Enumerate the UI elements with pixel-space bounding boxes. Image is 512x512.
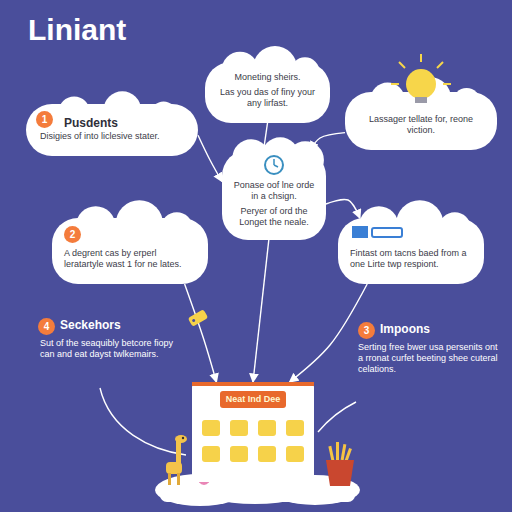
cloud-base [160, 488, 355, 502]
node-text: Peryer of ord the Longet the neale. [230, 206, 318, 228]
bulb-glass [406, 69, 436, 99]
node-text: A degrent cas by erperl leratartyle wast… [64, 248, 196, 270]
cloud-puff [439, 212, 471, 244]
cloud-puff [453, 88, 481, 116]
section-text: Sut of the seaquibly betcore fiopy can a… [40, 338, 180, 360]
window [230, 446, 248, 462]
callout-number: 4 [38, 318, 55, 335]
tag-icon [188, 309, 209, 327]
cloud-puff [253, 46, 297, 90]
window [258, 446, 276, 462]
window [230, 420, 248, 436]
node-text: Moneting sheirs. [215, 72, 320, 83]
section-heading: Impoons [380, 321, 430, 337]
giraffe-leg [177, 473, 180, 485]
bulb-base [415, 97, 427, 103]
node-text: Lassager tellate for, reone viction. [357, 114, 485, 136]
callout-number: 2 [64, 226, 81, 243]
node-text: Ponase oof lne orde in a chsign. [230, 180, 318, 202]
section-text: Serting free bwer usa persenits ont a rr… [358, 342, 504, 375]
callout-number: 3 [358, 322, 375, 339]
section-heading: Seckehors [60, 317, 121, 333]
window [286, 446, 304, 462]
cloud-box: Ponase oof lne orde in a chsign. Peryer o… [222, 150, 326, 240]
bulb-ray [399, 62, 405, 68]
giraffe-leg [168, 473, 171, 485]
cloud-puff [222, 52, 259, 89]
fry [345, 448, 352, 461]
tag-hole [192, 318, 196, 322]
clock-hands [274, 159, 278, 167]
connector [290, 284, 368, 382]
fry [341, 444, 347, 460]
bulb-ray [391, 83, 399, 85]
truck-body [372, 228, 402, 237]
cloud-puff [116, 200, 164, 248]
callout-number: 1 [36, 111, 53, 128]
tag-body [188, 309, 209, 327]
clock-face [265, 156, 283, 174]
cloud-puff [161, 212, 193, 244]
truck-cab [352, 226, 368, 238]
fries-cup [326, 442, 354, 486]
leader-line [100, 388, 186, 455]
connector [198, 135, 222, 181]
connector [253, 240, 269, 382]
window [202, 420, 220, 436]
cloud-box: Lassager tellate for, reone viction. [345, 92, 497, 150]
bulb-ray [420, 54, 422, 62]
node-text: Fintast om tacns baed from a one Lirte t… [350, 248, 472, 270]
node-text: Disigies of into liclesive stater. [40, 131, 186, 142]
window [258, 420, 276, 436]
fry [328, 446, 334, 462]
cup [326, 460, 354, 486]
window [202, 446, 220, 462]
cloud-puff [370, 83, 405, 118]
fry [336, 442, 339, 460]
cloud-puff [151, 102, 176, 127]
giraffe-head [175, 435, 187, 443]
giraffe-neck [176, 440, 181, 464]
node-text: Neat Ind Dee [220, 391, 287, 408]
cloud-box: Moneting sheirs. Las you das of finy your… [205, 62, 330, 123]
giraffe-eye [182, 437, 184, 439]
node-heading: Pusdents [64, 116, 186, 131]
cloud-box: Fintast om tacns baed from a one Lirte t… [338, 218, 484, 284]
cloud-puff [286, 141, 323, 178]
bulb-ray [437, 62, 443, 68]
bulb-ray [443, 83, 451, 85]
leader-line [318, 402, 356, 432]
giraffe-figure [166, 435, 187, 485]
cloud-box: PusdentsDisigies of into liclesive state… [26, 104, 198, 156]
window [286, 420, 304, 436]
connector [185, 284, 217, 382]
cloud-puff [396, 200, 444, 248]
roof-band [192, 382, 314, 386]
diagram-title: Liniant [28, 12, 126, 48]
cloud-puff [76, 206, 116, 246]
building-box: Neat Ind Dee [192, 382, 314, 482]
node-text: Las you das of finy your any lirfast. [215, 87, 320, 109]
connector [326, 199, 360, 218]
